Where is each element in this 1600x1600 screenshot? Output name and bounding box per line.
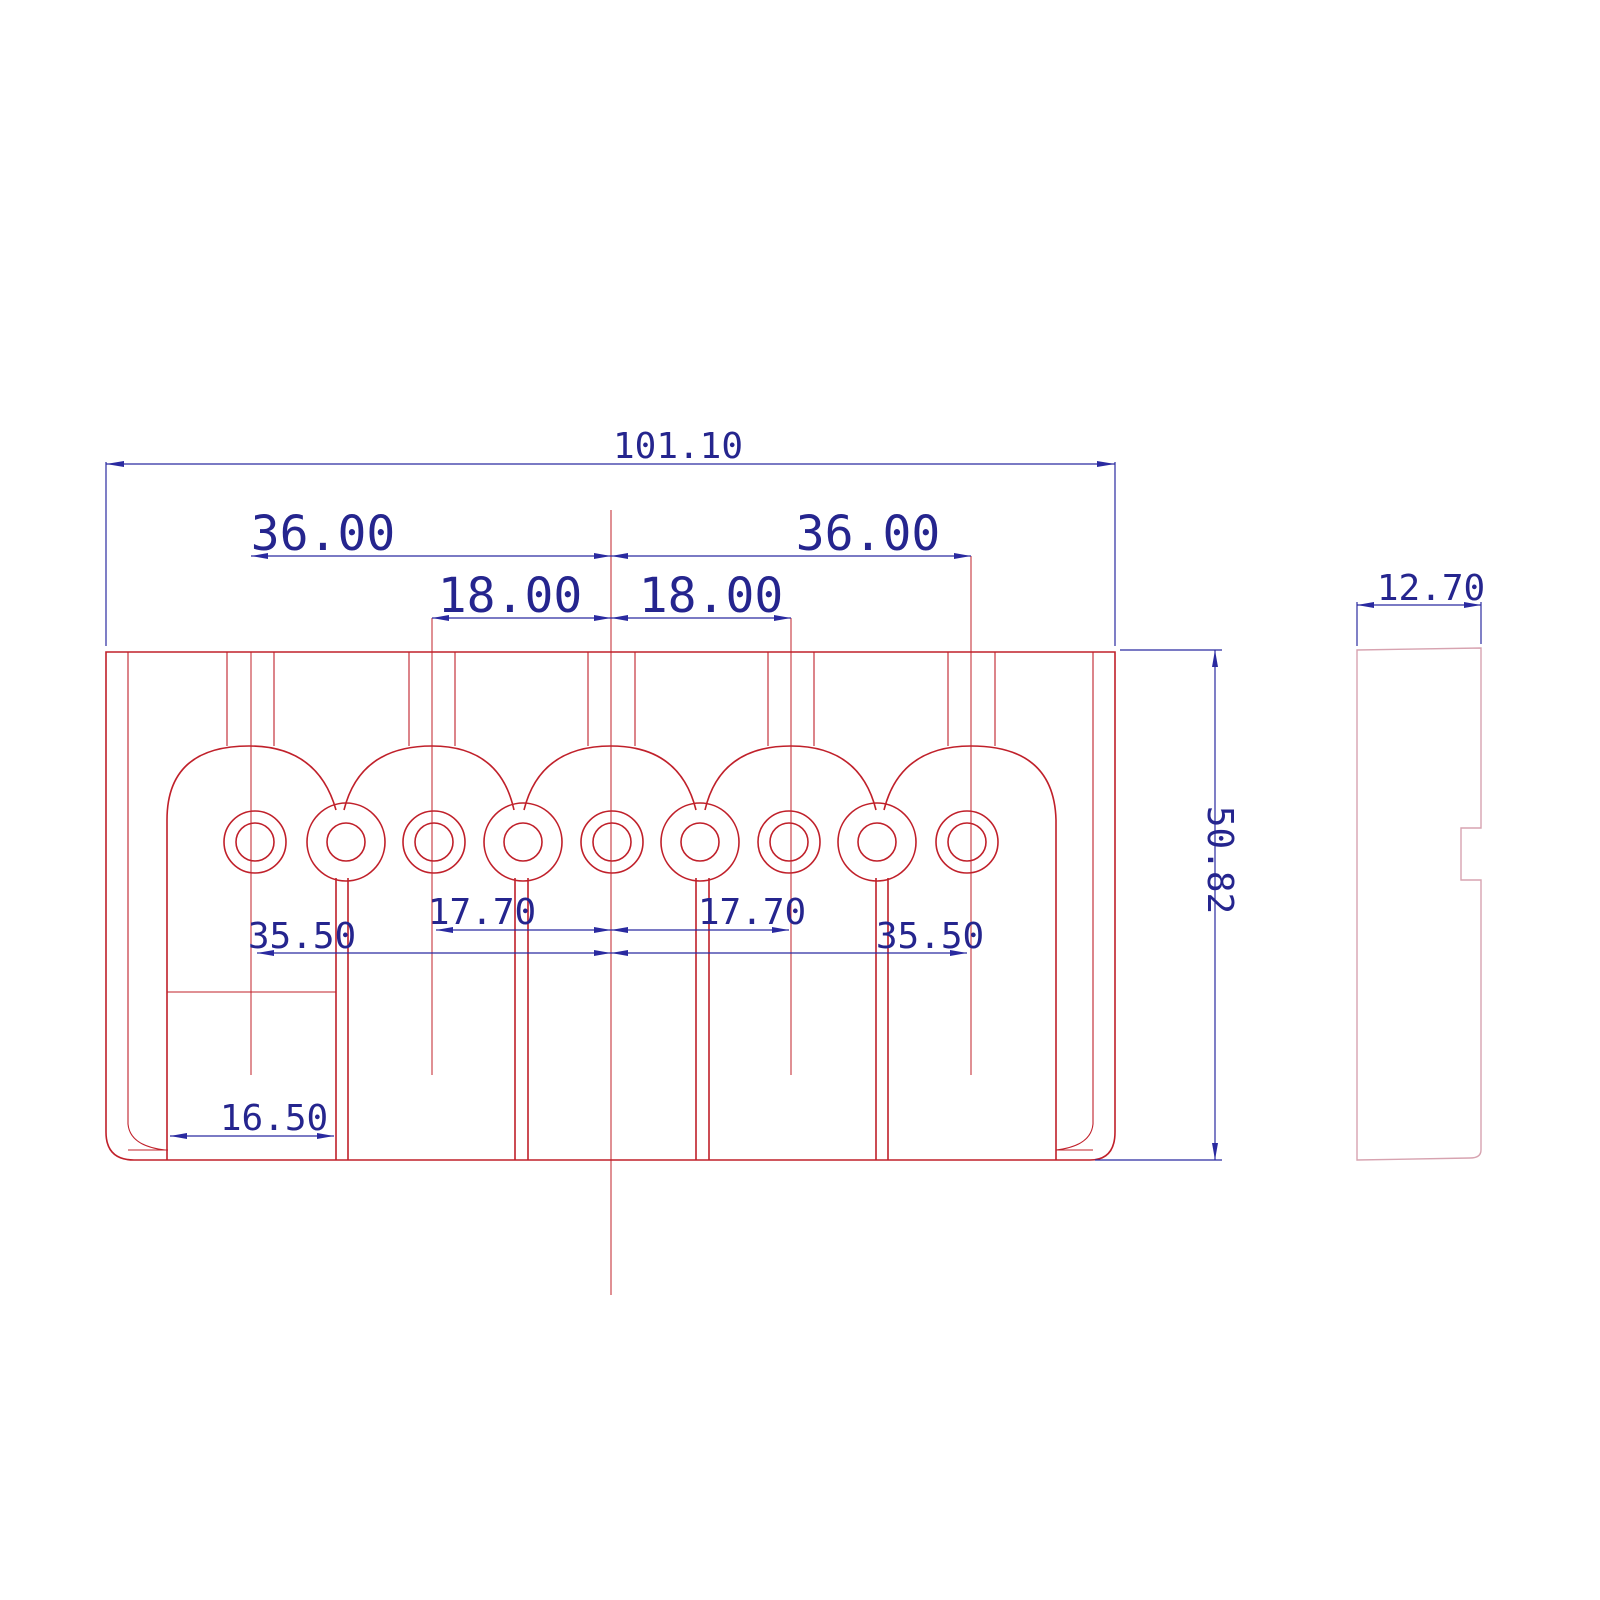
divider-2 bbox=[514, 878, 529, 1160]
slot-1 bbox=[226, 652, 275, 746]
hole-1 bbox=[223, 810, 287, 874]
dim-height: 50.82 bbox=[1199, 806, 1240, 914]
saddle-arch-3 bbox=[523, 745, 697, 811]
slot-2 bbox=[408, 652, 456, 746]
top-slots bbox=[226, 652, 996, 746]
mounting-holes bbox=[223, 802, 999, 882]
side-view bbox=[1356, 647, 1482, 1161]
dimension-lines bbox=[105, 461, 1482, 1161]
right-rail-foot bbox=[1055, 1123, 1094, 1151]
hole-7 bbox=[757, 810, 821, 874]
dim-inner-spacing-left: 18.00 bbox=[438, 568, 583, 624]
hole-2 bbox=[306, 802, 386, 882]
saddle-arch-2 bbox=[343, 745, 515, 811]
dim-lower-inner-right: 17.70 bbox=[698, 892, 806, 933]
dim-lower-inner-left: 17.70 bbox=[428, 892, 536, 933]
divider-1 bbox=[335, 878, 349, 1160]
hole-6 bbox=[660, 802, 740, 882]
hole-4 bbox=[483, 802, 563, 882]
left-rail-foot bbox=[127, 1123, 166, 1151]
dim-outer-spacing-right: 36.00 bbox=[796, 506, 941, 562]
dim-overall-width: 101.10 bbox=[613, 426, 743, 467]
hole-5 bbox=[580, 810, 644, 874]
dim-lower-outer-left: 35.50 bbox=[248, 916, 356, 957]
dim-outer-spacing-left: 36.00 bbox=[251, 506, 396, 562]
base-plate-outline bbox=[105, 651, 1116, 1161]
divider-4 bbox=[875, 878, 889, 1160]
slot-3 bbox=[587, 652, 636, 746]
side-view-outline bbox=[1356, 647, 1482, 1161]
divider-3 bbox=[695, 878, 710, 1160]
slot-4 bbox=[767, 652, 815, 746]
slot-5 bbox=[947, 652, 996, 746]
dim-inner-spacing-right: 18.00 bbox=[639, 568, 784, 624]
saddle-arch-1 bbox=[166, 745, 337, 1160]
hole-9 bbox=[935, 810, 999, 874]
front-view bbox=[105, 510, 1116, 1295]
saddle-dividers bbox=[335, 878, 889, 1160]
hole-3 bbox=[402, 810, 466, 874]
dim-depth: 12.70 bbox=[1377, 568, 1485, 609]
dim-lower-outer-right: 35.50 bbox=[876, 916, 984, 957]
hole-8 bbox=[837, 802, 917, 882]
dimension-labels: 101.10 36.00 36.00 18.00 18.00 17.70 17.… bbox=[220, 426, 1485, 1139]
string-centerlines bbox=[250, 556, 972, 1075]
dim-saddle-width: 16.50 bbox=[220, 1098, 328, 1139]
